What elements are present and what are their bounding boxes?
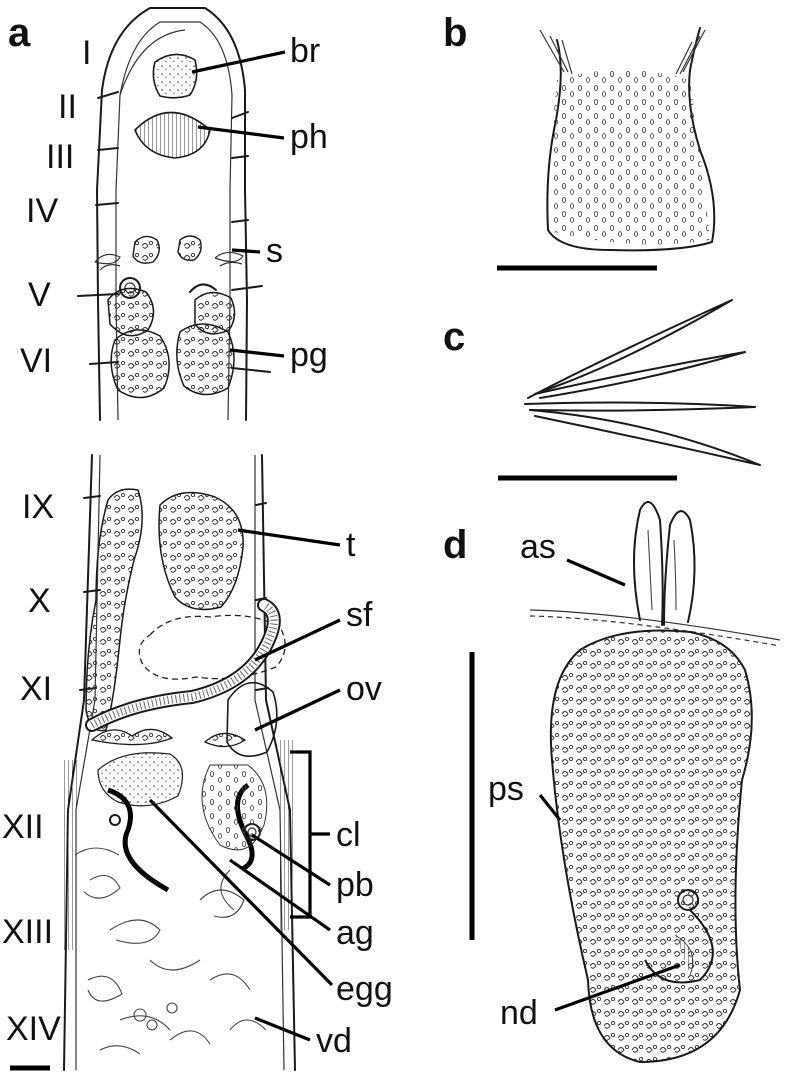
panel-c-letter: c	[443, 315, 465, 359]
segment-label-XII: XII	[2, 808, 44, 846]
segment-label-III: III	[46, 138, 74, 176]
label-pb: pb	[336, 866, 374, 904]
label-as: as	[520, 528, 556, 566]
label-pg: pg	[290, 336, 328, 374]
segment-label-XIII: XIII	[2, 913, 53, 951]
label-ag: ag	[336, 914, 374, 952]
label-br: br	[290, 32, 320, 70]
panel-d-drawing	[469, 501, 781, 1064]
segment-label-I: I	[82, 34, 91, 72]
segment-label-II: II	[58, 88, 77, 126]
panel-a-anterior-drawing	[77, 7, 271, 421]
panel-a-leaders	[10, 50, 341, 1071]
segment-label-X: X	[28, 582, 51, 620]
panel-b-drawing	[497, 27, 716, 271]
segment-label-V: V	[28, 276, 51, 314]
panel-b-letter: b	[443, 11, 467, 55]
label-ov: ov	[346, 670, 382, 708]
panel-c-drawing	[498, 299, 761, 481]
segment-label-VI: VI	[20, 342, 52, 380]
label-ps: ps	[488, 770, 524, 808]
segment-label-IV: IV	[26, 192, 58, 230]
segment-label-XIV: XIV	[6, 1010, 61, 1048]
label-s: s	[266, 232, 283, 270]
panel-d-letter: d	[443, 523, 467, 567]
label-cl: cl	[336, 816, 361, 854]
label-vd: vd	[316, 1022, 352, 1060]
label-sf: sf	[346, 596, 373, 634]
segment-label-XI: XI	[20, 670, 52, 708]
segment-label-IX: IX	[22, 488, 54, 526]
label-t: t	[346, 526, 356, 564]
label-egg: egg	[336, 970, 393, 1008]
panel-a-posterior-drawing	[63, 454, 296, 1071]
label-ph: ph	[290, 118, 328, 156]
label-nd: nd	[500, 994, 538, 1032]
panel-a-letter: a	[8, 11, 31, 55]
